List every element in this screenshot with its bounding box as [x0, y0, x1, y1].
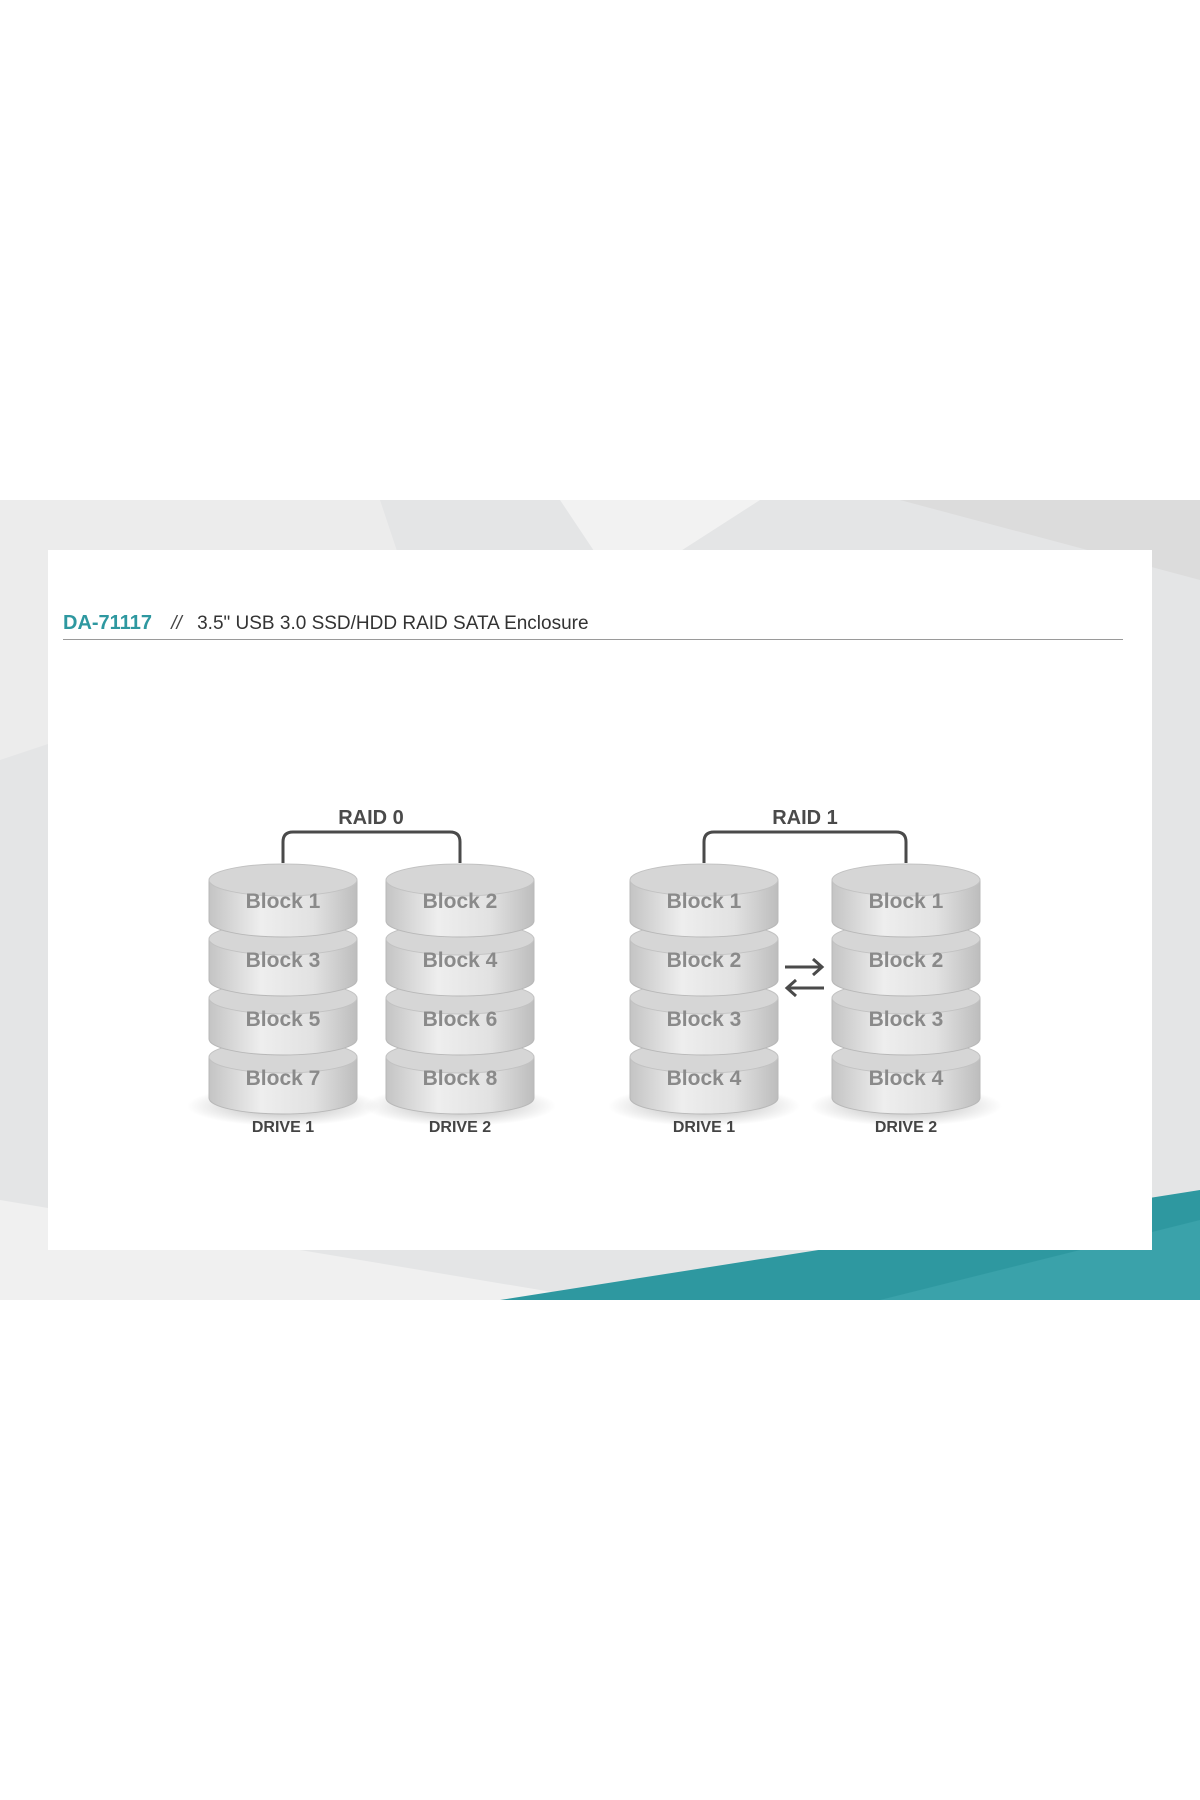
- block-label: Block 3: [667, 1008, 742, 1031]
- block-label: Block 5: [246, 1008, 321, 1031]
- drive-label: DRIVE 1: [252, 1119, 314, 1136]
- drive-label: DRIVE 1: [673, 1119, 735, 1136]
- block-label: Block 1: [246, 890, 321, 913]
- raid1-drive-stack: Block 4 Block 3 Block 2 Block 1 DRIVE 1: [608, 863, 800, 1136]
- page-title: DA-71117 // 3.5" USB 3.0 SSD/HDD RAID SA…: [63, 612, 1123, 640]
- drive-label: DRIVE 2: [875, 1119, 937, 1136]
- raid1-drive-stack: Block 4 Block 3 Block 2 Block 1 DRIVE 2: [810, 863, 1002, 1136]
- disk-platter: Block 1: [831, 863, 981, 938]
- raid1-label: RAID 1: [772, 807, 838, 829]
- block-label: Block 4: [423, 949, 498, 972]
- block-label: Block 2: [869, 949, 944, 972]
- disk-platter: Block 1: [208, 863, 358, 938]
- disk-platter: Block 2: [385, 863, 535, 938]
- raid0-label: RAID 0: [338, 807, 404, 829]
- block-label: Block 3: [869, 1008, 944, 1031]
- model-number: DA-71117: [63, 612, 152, 634]
- block-label: Block 2: [667, 949, 742, 972]
- block-label: Block 7: [246, 1067, 321, 1090]
- diagram-card: DA-71117 // 3.5" USB 3.0 SSD/HDD RAID SA…: [48, 550, 1152, 1250]
- disk-platter: Block 3: [208, 922, 358, 997]
- block-label: Block 6: [423, 1008, 498, 1031]
- mirror-arrows-icon: [784, 957, 825, 998]
- block-label: Block 4: [869, 1067, 944, 1090]
- product-subtitle: 3.5" USB 3.0 SSD/HDD RAID SATA Enclosure: [197, 613, 589, 634]
- raid0-drive-stack: Block 7 Block 5 Block 3 Block 1 DRIVE 1: [187, 863, 379, 1136]
- raid1-bracket: [702, 830, 908, 863]
- drive-label: DRIVE 2: [429, 1119, 491, 1136]
- raid0-drive-stack: Block 8 Block 6 Block 4 Block 2 DRIVE 2: [364, 863, 556, 1136]
- block-label: Block 1: [869, 890, 944, 913]
- block-label: Block 4: [667, 1067, 742, 1090]
- raid0-bracket: [281, 830, 462, 863]
- block-label: Block 3: [246, 949, 321, 972]
- title-separator: //: [171, 613, 182, 634]
- block-label: Block 8: [423, 1067, 498, 1090]
- disk-platter: Block 1: [629, 863, 779, 938]
- block-label: Block 2: [423, 890, 498, 913]
- product-banner: DA-71117 // 3.5" USB 3.0 SSD/HDD RAID SA…: [0, 500, 1200, 1300]
- block-label: Block 1: [667, 890, 742, 913]
